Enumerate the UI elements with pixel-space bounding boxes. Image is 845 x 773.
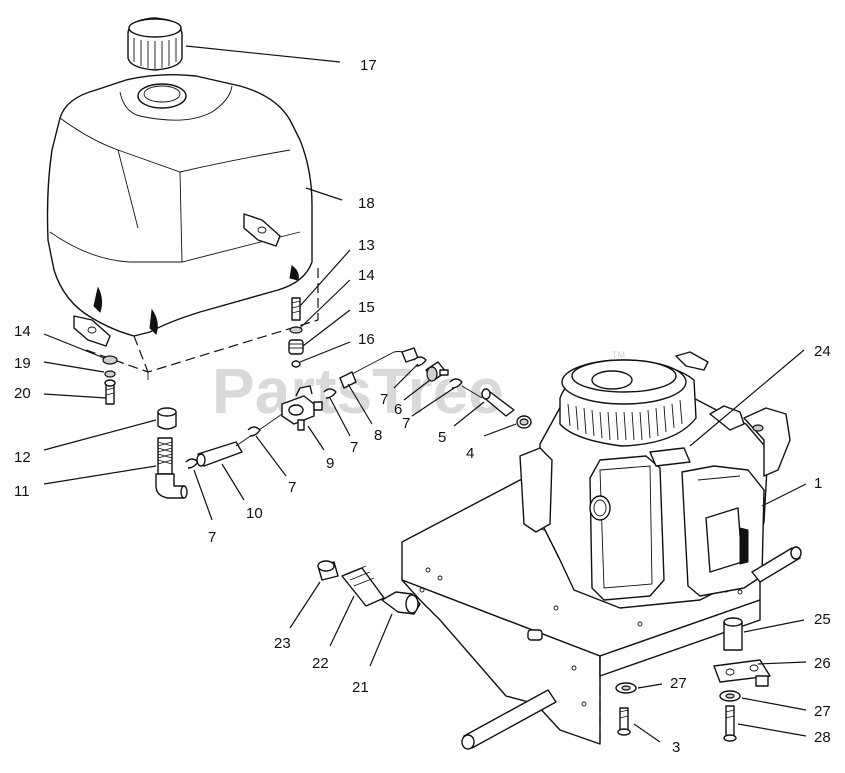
engine[interactable] <box>401 351 791 745</box>
leader-lines <box>43 45 807 743</box>
fuel-hose-5[interactable] <box>461 385 515 417</box>
callout-labels: 17 18 13 14 15 16 14 19 20 12 11 7 10 7 … <box>14 57 831 756</box>
bolt-20[interactable] <box>104 379 116 405</box>
nut-16[interactable] <box>291 360 301 368</box>
callout-27-right: 27 <box>814 703 831 720</box>
callout-22: 22 <box>312 655 329 672</box>
callout-14: 14 <box>358 267 375 284</box>
callout-7-elbow: 7 <box>208 529 216 546</box>
base-pin <box>527 629 543 641</box>
callout-16: 16 <box>358 331 375 348</box>
elbow-21[interactable] <box>381 591 421 615</box>
callout-21: 21 <box>352 679 369 696</box>
callout-7-filter-right: 7 <box>402 415 410 432</box>
grommet-15[interactable] <box>288 339 304 355</box>
callout-23: 23 <box>274 635 291 652</box>
strainer-elbow-11[interactable] <box>155 437 188 499</box>
callout-26: 26 <box>814 655 831 672</box>
hose-clamp-7d[interactable] <box>413 356 427 367</box>
nipple-22[interactable] <box>341 565 385 607</box>
hose-clamp-7a[interactable] <box>185 458 199 469</box>
washer-27-mid[interactable] <box>615 682 637 694</box>
callout-20: 20 <box>14 385 31 402</box>
callout-13: 13 <box>358 237 375 254</box>
hose-clamp-7e[interactable] <box>449 378 463 389</box>
callout-18: 18 <box>358 195 375 212</box>
fuel-filter-6[interactable] <box>425 361 449 382</box>
shutoff-valve-9[interactable] <box>281 385 323 431</box>
watermark-trademark: TM <box>612 350 625 360</box>
callout-10: 10 <box>246 505 263 522</box>
callout-12: 12 <box>14 449 31 466</box>
hose-clamp-7c[interactable] <box>323 388 337 399</box>
callout-14-left: 14 <box>14 323 31 340</box>
callout-11: 11 <box>14 483 30 500</box>
fuel-hose-10[interactable] <box>196 441 243 467</box>
washer-14-left[interactable] <box>102 355 118 365</box>
callout-5: 5 <box>438 429 446 446</box>
washer-14[interactable] <box>289 326 303 334</box>
fuel-tank[interactable] <box>46 73 313 347</box>
washer-27-right[interactable] <box>719 690 741 702</box>
bolt-28[interactable] <box>723 705 737 742</box>
callout-8: 8 <box>374 427 382 444</box>
callout-19: 19 <box>14 355 31 372</box>
watermark: PartsTree <box>212 355 504 427</box>
fuel-hose-8[interactable] <box>339 347 419 389</box>
hose-clamp-7b[interactable] <box>247 426 261 437</box>
bolt-13[interactable] <box>291 297 301 321</box>
axle-rod-left[interactable] <box>461 689 557 750</box>
cap-23[interactable] <box>317 560 339 581</box>
fuel-cap[interactable] <box>127 17 183 71</box>
callout-9: 9 <box>326 455 334 472</box>
bracket-26[interactable] <box>713 659 771 687</box>
callout-6: 6 <box>394 401 402 418</box>
callout-7-hose: 7 <box>288 479 296 496</box>
callout-4: 4 <box>466 445 474 462</box>
washer-19[interactable] <box>104 370 116 378</box>
callout-7-valve: 7 <box>350 439 358 456</box>
spacer-25[interactable] <box>723 617 743 651</box>
callout-3: 3 <box>672 739 680 756</box>
hose-clamp-4[interactable] <box>516 415 532 429</box>
callout-7-filter-left: 7 <box>380 391 388 408</box>
callout-27-mid: 27 <box>670 675 687 692</box>
bushing-12[interactable] <box>157 407 177 430</box>
callout-25: 25 <box>814 611 831 628</box>
callout-24: 24 <box>814 343 831 360</box>
callout-1: 1 <box>814 475 822 492</box>
bolt-3[interactable] <box>617 707 631 736</box>
callout-17: 17 <box>360 57 377 74</box>
callout-28: 28 <box>814 729 831 746</box>
callout-15: 15 <box>358 299 375 316</box>
axle-rod-right[interactable] <box>751 546 802 583</box>
